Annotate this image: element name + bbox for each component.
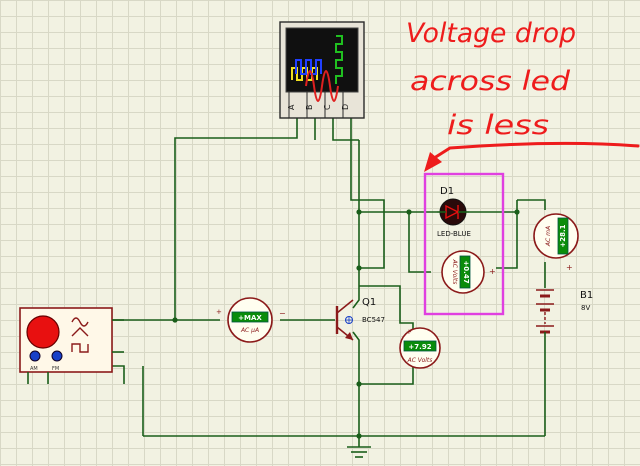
voltmeter-ce-plus: + (406, 328, 412, 336)
voltmeter-led-unit: AC Volts (451, 259, 458, 285)
ammeter-led-plus: + (566, 263, 573, 272)
transistor-q1[interactable]: Q1 BC547 (335, 297, 385, 341)
battery-value: 8V (581, 304, 590, 312)
battery-b1[interactable]: B1 8V (536, 289, 593, 340)
voltmeter-led-reading: +0.47 (462, 260, 470, 283)
waveform-icons (71, 317, 89, 353)
ammeter-base-plus: + (216, 308, 222, 316)
transistor-ref: Q1 (362, 297, 376, 308)
led-d1[interactable]: D1 LED-BLUE (437, 186, 471, 238)
voltmeter-ce[interactable]: +7.92 AC Volts + (399, 327, 441, 369)
wires (112, 118, 546, 447)
annotation-line-1: Voltage drop (406, 18, 576, 49)
transistor-part: BC547 (362, 316, 385, 324)
annotation-line-3: is less (447, 110, 549, 141)
oscilloscope[interactable]: A B C D (279, 21, 365, 119)
signal-generator[interactable]: AM FM (19, 307, 124, 384)
annotation-arrow-icon (424, 141, 640, 172)
ground-symbol[interactable] (347, 446, 371, 458)
highlight-box (423, 172, 505, 316)
ammeter-base-minus: − (279, 309, 286, 318)
scope-channel-b: B (305, 105, 314, 111)
led-ref: D1 (440, 186, 454, 197)
ammeter-led-unit: AC mA (545, 226, 552, 247)
led-part: LED-BLUE (437, 230, 471, 238)
voltmeter-led[interactable]: +0.47 AC Volts + (441, 250, 496, 294)
ammeter-led-reading: +28.1 (559, 224, 567, 247)
am-label: AM (30, 366, 38, 372)
fm-label: FM (52, 366, 59, 372)
voltmeter-ce-unit: AC Volts (407, 357, 433, 364)
ammeter-led[interactable]: +28.1 AC mA + (533, 213, 579, 272)
wire-junctions (172, 209, 520, 439)
am-knob-icon[interactable] (29, 350, 41, 362)
fm-knob-icon[interactable] (51, 350, 63, 362)
ammeter-base-reading: +MAX (238, 314, 262, 322)
voltmeter-led-plus: + (489, 267, 496, 276)
scope-traces (291, 35, 343, 102)
ammeter-base[interactable]: +MAX AC µA + − (216, 297, 286, 343)
battery-ref: B1 (580, 290, 593, 301)
scope-channel-d: D (341, 104, 350, 110)
ammeter-base-unit: AC µA (240, 327, 259, 334)
annotation-text: Voltage drop across led is less (406, 18, 576, 141)
scope-channel-c: C (323, 104, 332, 110)
voltmeter-ce-reading: +7.92 (408, 343, 431, 351)
scope-channel-a: A (287, 104, 296, 110)
generator-knob-icon[interactable] (26, 315, 60, 349)
annotation-line-2: across led (410, 66, 571, 97)
